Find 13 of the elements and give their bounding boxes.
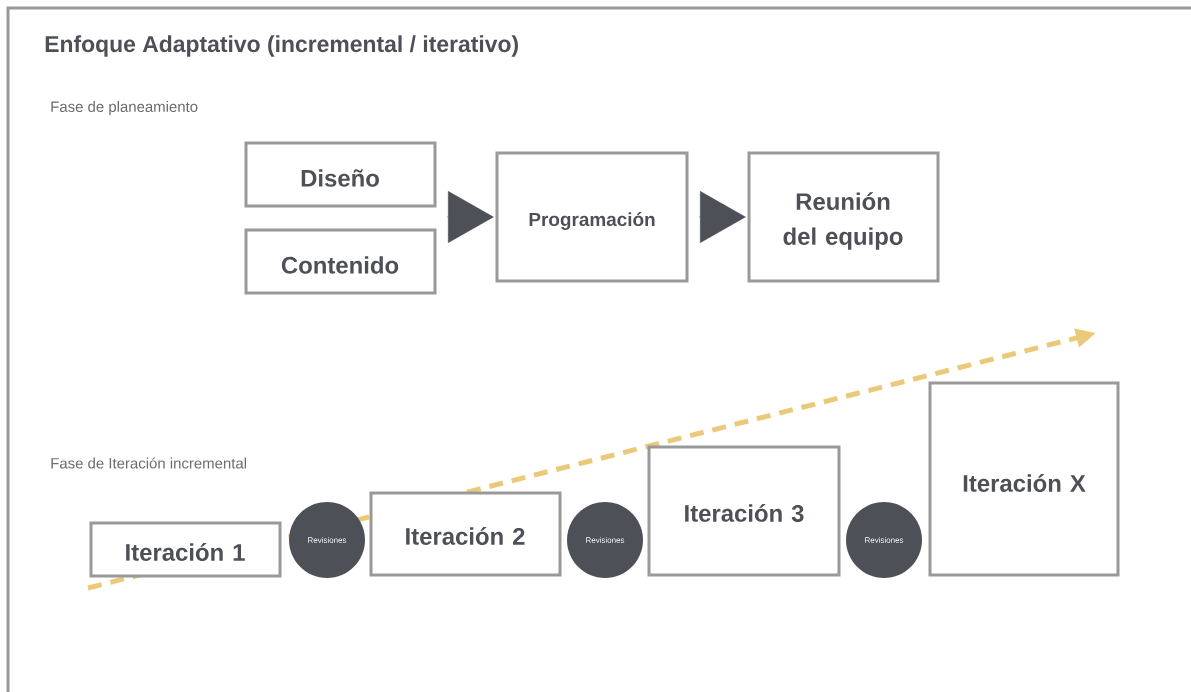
process-box: Iteración 1 (89, 521, 282, 578)
process-box: Diseño (244, 141, 437, 208)
process-box: Iteración X (928, 381, 1120, 577)
process-box: Reunión del equipo (747, 151, 940, 283)
phase-label: Fase de Iteración incremental (51, 457, 247, 469)
arrow (698, 191, 746, 243)
process-box: Programación (495, 151, 689, 283)
process-box: Iteración 3 (647, 445, 841, 577)
phase-label: Fase de planeamiento (51, 101, 198, 115)
process-box: Iteración 2 (369, 491, 562, 577)
arrow (446, 191, 494, 243)
process-box: Contenido (244, 228, 437, 295)
title: Enfoque Adaptativo (incremental / iterativo) (45, 35, 518, 57)
